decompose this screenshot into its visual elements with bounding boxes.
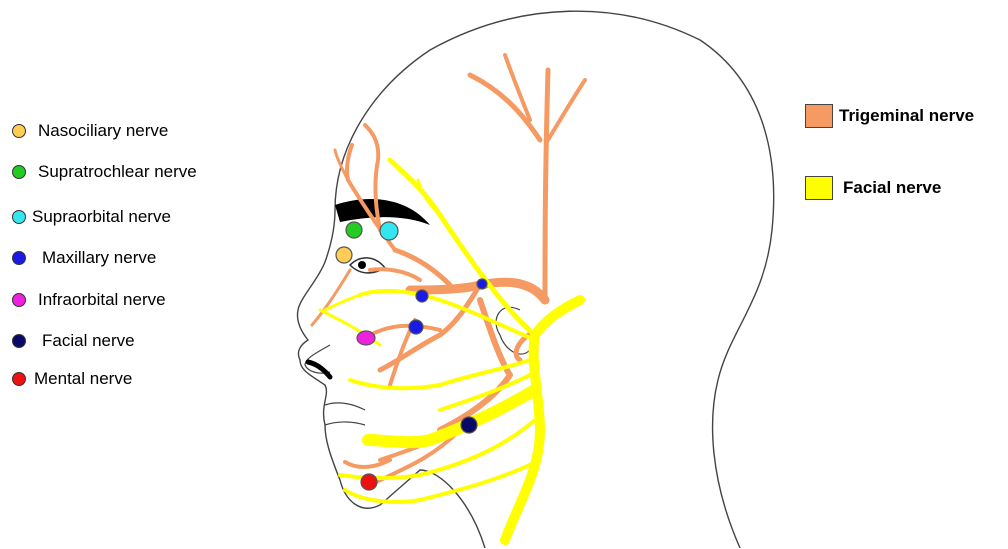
marker-facial [461, 417, 477, 433]
legend-label: Mental nerve [34, 369, 132, 389]
legend-nasociliary: Nasociliary nerve [12, 120, 168, 142]
marker-supraorbital [380, 222, 398, 240]
legend-label: Trigeminal nerve [839, 106, 974, 126]
marker-supratrochlear [346, 222, 362, 238]
mental-dot [12, 372, 26, 386]
marker-nasociliary [336, 247, 352, 263]
legend-trigeminal: Trigeminal nerve [805, 104, 974, 128]
legend-facial-point: Facial nerve [12, 330, 135, 352]
nostril [308, 362, 330, 377]
trigeminal-swatch [805, 104, 833, 128]
nerve-legend: Trigeminal nerve Facial nerve [800, 0, 1008, 549]
marker-maxillary-1 [416, 290, 428, 302]
legend-supraorbital: Supraorbital nerve [12, 206, 171, 228]
supratrochlear-dot [12, 165, 26, 179]
nasociliary-dot [12, 124, 26, 138]
marker-maxillary-2 [477, 279, 487, 289]
lips [325, 403, 365, 425]
legend-label: Supratrochlear nerve [38, 162, 197, 182]
legend-supratrochlear: Supratrochlear nerve [12, 161, 197, 183]
marker-maxillary-3 [409, 320, 423, 334]
legend-label: Infraorbital nerve [38, 290, 166, 310]
legend-label: Supraorbital nerve [32, 207, 171, 227]
supraorbital-dot [12, 210, 26, 224]
maxillary-dot [12, 251, 26, 265]
legend-label: Facial nerve [42, 331, 135, 351]
point-legend: Nasociliary nerve Supratrochlear nerve S… [0, 0, 260, 549]
marker-mental [361, 474, 377, 490]
nose [305, 345, 330, 373]
legend-label: Maxillary nerve [42, 248, 156, 268]
facial-dot [12, 334, 26, 348]
marker-infraorbital [357, 331, 375, 345]
eyebrow [335, 199, 430, 225]
infraorbital-dot [12, 293, 26, 307]
legend-mental: Mental nerve [12, 368, 132, 390]
legend-infraorbital: Infraorbital nerve [12, 289, 166, 311]
legend-label: Facial nerve [843, 178, 941, 198]
legend-facial: Facial nerve [805, 176, 941, 200]
legend-maxillary: Maxillary nerve [12, 247, 156, 269]
legend-label: Nasociliary nerve [38, 121, 168, 141]
facial-swatch [805, 176, 833, 200]
